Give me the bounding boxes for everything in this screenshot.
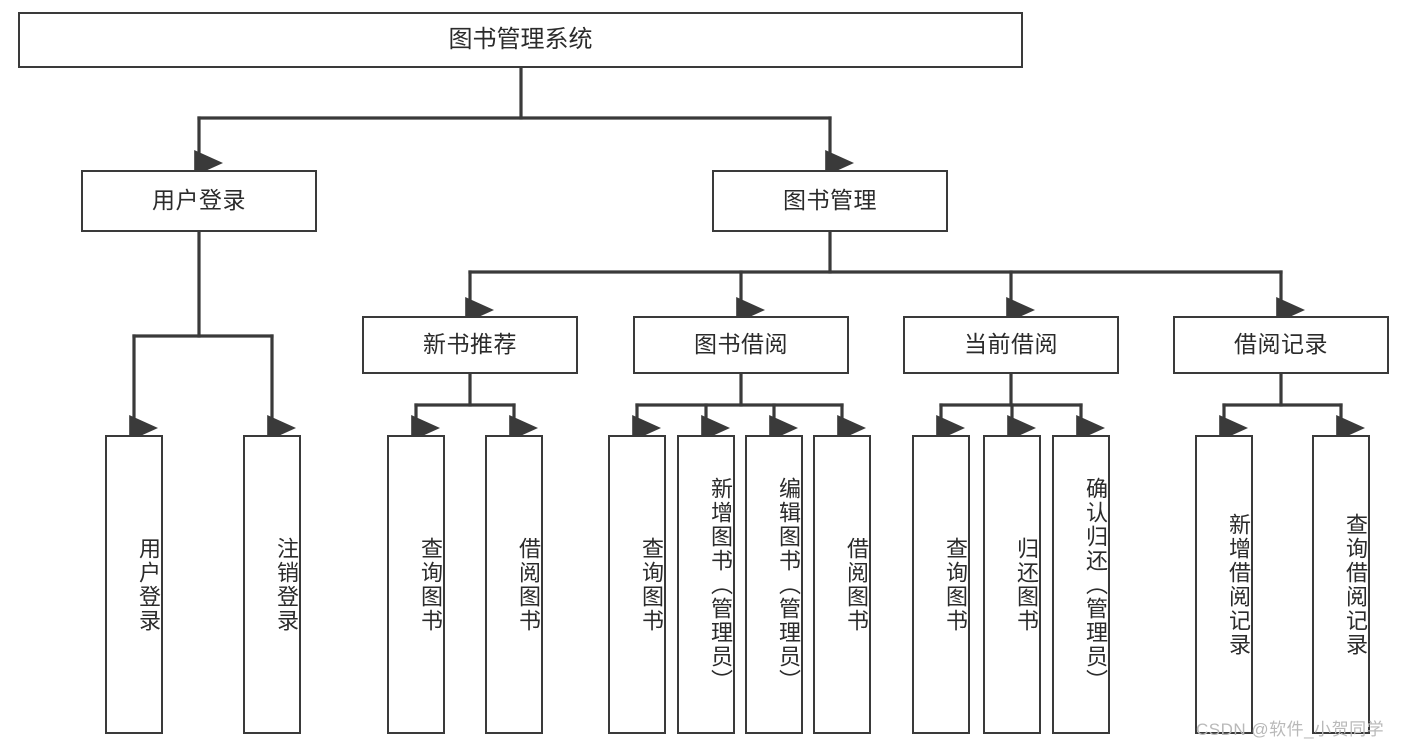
node-leaf-add-borrow-record-label: 新增借阅记录 — [1226, 512, 1251, 657]
node-leaf-query-book-2[interactable]: 查询图书 — [608, 435, 666, 734]
node-book-borrow-label: 图书借阅 — [694, 331, 788, 358]
node-leaf-query-borrow-record-label: 查询借阅记录 — [1343, 512, 1368, 657]
node-book-management-label: 图书管理 — [783, 187, 877, 214]
node-leaf-borrow-book-2-label: 借阅图书 — [844, 536, 869, 633]
node-leaf-return-book[interactable]: 归还图书 — [983, 435, 1041, 734]
node-leaf-query-borrow-record[interactable]: 查询借阅记录 — [1312, 435, 1370, 734]
node-leaf-query-book-3-label: 查询图书 — [943, 536, 968, 633]
node-leaf-edit-book[interactable]: 编辑图书（管理员） — [745, 435, 803, 734]
node-leaf-query-book-3[interactable]: 查询图书 — [912, 435, 970, 734]
node-leaf-borrow-book-2[interactable]: 借阅图书 — [813, 435, 871, 734]
node-leaf-user-logout[interactable]: 注销登录 — [243, 435, 301, 734]
node-borrow-record[interactable]: 借阅记录 — [1173, 316, 1389, 374]
node-leaf-user-login[interactable]: 用户登录 — [105, 435, 163, 734]
node-leaf-borrow-book-1[interactable]: 借阅图书 — [485, 435, 543, 734]
node-leaf-add-book-label: 新增图书（管理员） — [708, 476, 733, 693]
node-book-management[interactable]: 图书管理 — [712, 170, 948, 232]
csdn-watermark: CSDN @软件_小贺同学 — [1196, 720, 1385, 739]
node-leaf-query-book-1[interactable]: 查询图书 — [387, 435, 445, 734]
node-current-borrow[interactable]: 当前借阅 — [903, 316, 1119, 374]
node-leaf-add-book[interactable]: 新增图书（管理员） — [677, 435, 735, 734]
node-leaf-return-book-label: 归还图书 — [1014, 536, 1039, 633]
node-leaf-query-book-1-label: 查询图书 — [418, 536, 443, 633]
node-book-borrow[interactable]: 图书借阅 — [633, 316, 849, 374]
node-user-login[interactable]: 用户登录 — [81, 170, 317, 232]
node-leaf-confirm-return-label: 确认归还（管理员） — [1083, 476, 1108, 693]
node-leaf-query-book-2-label: 查询图书 — [639, 536, 664, 633]
node-root-label: 图书管理系统 — [448, 25, 593, 53]
node-leaf-borrow-book-1-label: 借阅图书 — [516, 536, 541, 633]
node-leaf-user-logout-label: 注销登录 — [274, 536, 299, 633]
node-leaf-user-login-label: 用户登录 — [136, 536, 161, 633]
node-leaf-add-borrow-record[interactable]: 新增借阅记录 — [1195, 435, 1253, 734]
node-current-borrow-label: 当前借阅 — [964, 331, 1058, 358]
node-user-login-label: 用户登录 — [152, 187, 246, 214]
node-leaf-confirm-return[interactable]: 确认归还（管理员） — [1052, 435, 1110, 734]
node-leaf-edit-book-label: 编辑图书（管理员） — [776, 476, 801, 693]
node-new-book-recommend[interactable]: 新书推荐 — [362, 316, 578, 374]
node-root-book-management-system[interactable]: 图书管理系统 — [18, 12, 1023, 68]
node-new-book-recommend-label: 新书推荐 — [423, 331, 517, 358]
node-borrow-record-label: 借阅记录 — [1234, 331, 1328, 358]
